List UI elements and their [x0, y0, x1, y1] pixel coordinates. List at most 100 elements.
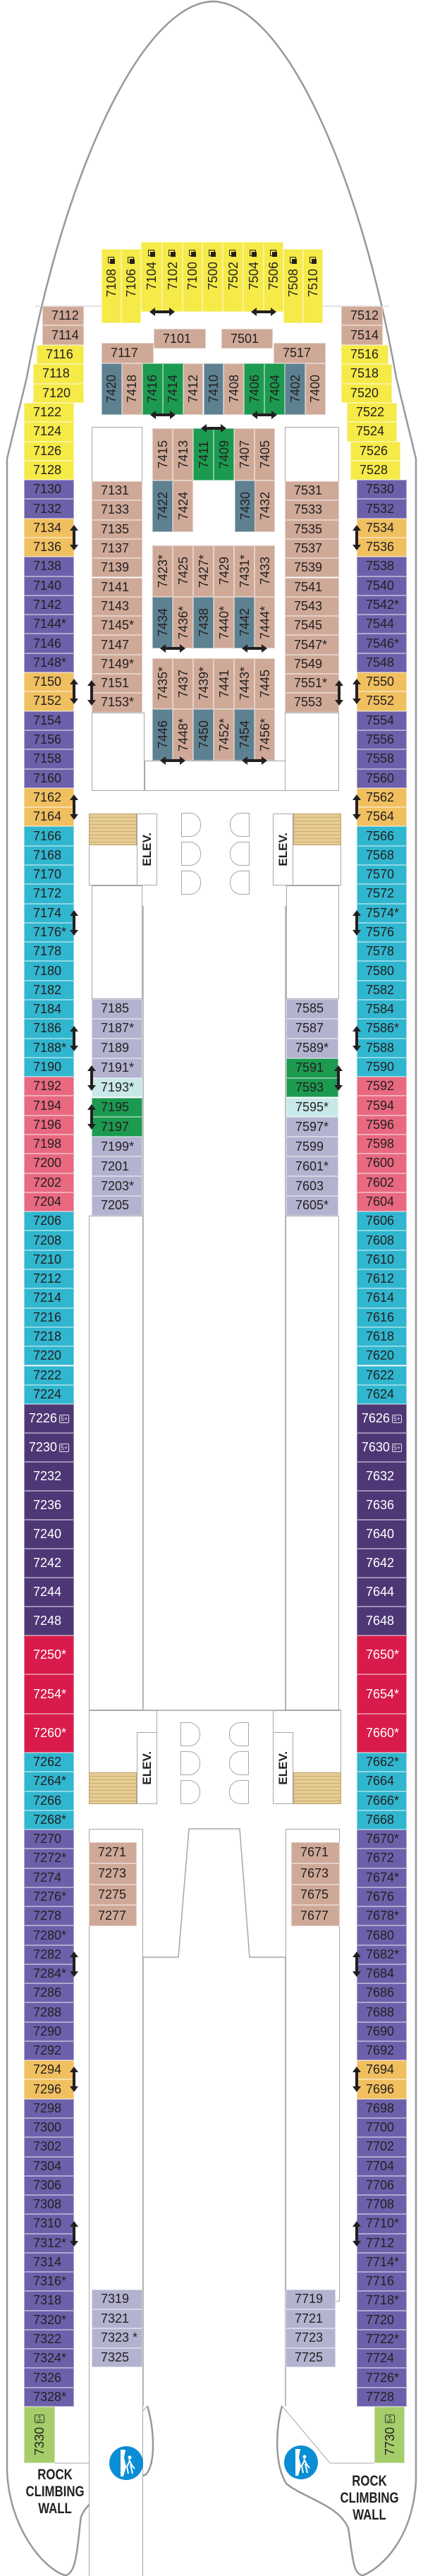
cabin-7552[interactable]: 7552 — [357, 691, 407, 711]
cabin-7704[interactable]: 7704 — [357, 2156, 407, 2176]
cabin-7585[interactable]: 7585 — [286, 999, 338, 1019]
cabin-7506[interactable]: 7506 — [264, 242, 283, 312]
cabin-7202[interactable]: 7202 — [24, 1173, 74, 1192]
cabin-7414[interactable]: 7414 — [162, 363, 183, 415]
cabin-7544[interactable]: 7544 — [357, 615, 407, 634]
cabin-7288[interactable]: 7288 — [24, 2002, 74, 2022]
cabin-7537[interactable]: 7537 — [285, 538, 339, 559]
cabin-7275[interactable]: 7275 — [89, 1884, 137, 1906]
cabin-7602[interactable]: 7602 — [357, 1173, 407, 1192]
cabin-7282[interactable]: 7282 — [24, 1945, 74, 1964]
cabin-7146[interactable]: 7146 — [24, 634, 74, 653]
cabin-7548[interactable]: 7548 — [357, 653, 407, 673]
cabin-7290[interactable]: 7290 — [24, 2021, 74, 2041]
cabin-7582[interactable]: 7582 — [357, 980, 407, 1000]
cabin-7668[interactable]: 7668 — [357, 1810, 407, 1830]
cabin-7540[interactable]: 7540 — [357, 576, 407, 595]
cabin-7191[interactable]: 7191* — [92, 1058, 142, 1078]
cabin-7606[interactable]: 7606 — [357, 1211, 407, 1231]
cabin-7308[interactable]: 7308 — [24, 2195, 74, 2215]
cabin-7274[interactable]: 7274 — [24, 1868, 74, 1887]
cabin-7330[interactable]: 5+7330 — [24, 2407, 55, 2463]
cabin-7601[interactable]: 7601* — [286, 1156, 338, 1177]
cabin-7526[interactable]: 7526 — [350, 441, 400, 461]
cabin-7678[interactable]: 7678* — [357, 1906, 407, 1926]
cabin-7452[interactable]: 7452* — [214, 709, 234, 761]
cabin-7562[interactable]: 7562 — [357, 787, 407, 808]
cabin-7302[interactable]: 7302 — [24, 2137, 74, 2157]
cabin-7178[interactable]: 7178 — [24, 942, 74, 962]
cabin-7174[interactable]: 7174 — [24, 903, 74, 923]
cabin-7666[interactable]: 7666* — [357, 1791, 407, 1810]
cabin-7192[interactable]: 7192 — [24, 1077, 74, 1096]
cabin-7407[interactable]: 7407 — [234, 428, 255, 480]
cabin-7420[interactable]: 7420 — [102, 363, 122, 415]
cabin-7710[interactable]: 7710* — [357, 2214, 407, 2234]
cabin-7632[interactable]: 7632 — [357, 1462, 407, 1492]
cabin-7594[interactable]: 7594 — [357, 1096, 407, 1115]
cabin-7152[interactable]: 7152 — [24, 691, 74, 711]
cabin-7240[interactable]: 7240 — [24, 1520, 74, 1549]
cabin-7614[interactable]: 7614 — [357, 1288, 407, 1308]
cabin-7326[interactable]: 7326 — [24, 2368, 74, 2388]
cabin-7190[interactable]: 7190 — [24, 1057, 74, 1077]
cabin-7524[interactable]: 7524 — [347, 422, 397, 442]
cabin-7416[interactable]: 7416 — [142, 363, 163, 415]
cabin-7566[interactable]: 7566 — [357, 826, 407, 846]
cabin-7580[interactable]: 7580 — [357, 961, 407, 981]
cabin-7154[interactable]: 7154 — [24, 710, 74, 730]
cabin-7694[interactable]: 7694 — [357, 2060, 407, 2080]
cabin-7210[interactable]: 7210 — [24, 1250, 74, 1270]
cabin-7132[interactable]: 7132 — [24, 499, 74, 519]
cabin-7220[interactable]: 7220 — [24, 1346, 74, 1366]
cabin-7588[interactable]: 7588 — [357, 1038, 407, 1058]
cabin-7676[interactable]: 7676 — [357, 1887, 407, 1907]
cabin-7262[interactable]: 7262 — [24, 1753, 74, 1772]
cabin-7296[interactable]: 7296 — [24, 2079, 74, 2099]
cabin-7260[interactable]: 7260* — [24, 1713, 74, 1753]
cabin-7415[interactable]: 7415 — [152, 428, 173, 480]
cabin-7176[interactable]: 7176* — [24, 922, 74, 943]
cabin-7102[interactable]: 7102 — [162, 242, 183, 312]
cabin-7549[interactable]: 7549 — [285, 654, 339, 674]
cabin-7648[interactable]: 7648 — [357, 1607, 407, 1636]
cabin-7160[interactable]: 7160 — [24, 768, 74, 788]
cabin-7434[interactable]: 7434 — [152, 597, 173, 648]
cabin-7504[interactable]: 7504 — [243, 242, 264, 312]
cabin-7292[interactable]: 7292 — [24, 2040, 74, 2061]
cabin-7106[interactable]: 7106 — [121, 249, 141, 323]
cabin-7170[interactable]: 7170 — [24, 864, 74, 885]
cabin-7104[interactable]: 7104 — [141, 242, 162, 312]
cabin-7556[interactable]: 7556 — [357, 730, 407, 750]
cabin-7512[interactable]: 7512 — [341, 306, 383, 326]
cabin-7409[interactable]: 7409 — [214, 428, 234, 480]
cabin-7100[interactable]: 7100 — [183, 242, 202, 312]
cabin-7444[interactable]: 7444* — [255, 597, 275, 648]
cabin-7719[interactable]: 7719 — [286, 2290, 336, 2309]
cabin-7534[interactable]: 7534 — [357, 518, 407, 538]
cabin-7158[interactable]: 7158 — [24, 749, 74, 769]
cabin-7662[interactable]: 7662* — [357, 1753, 407, 1772]
cabin-7608[interactable]: 7608 — [357, 1230, 407, 1250]
cabin-7328[interactable]: 7328* — [24, 2387, 74, 2407]
cabin-7424[interactable]: 7424 — [173, 480, 193, 532]
cabin-7437[interactable]: 7437 — [173, 658, 193, 709]
cabin-7204[interactable]: 7204 — [24, 1192, 74, 1212]
cabin-7325[interactable]: 7325 — [92, 2347, 142, 2367]
cabin-7682[interactable]: 7682* — [357, 1945, 407, 1964]
cabin-7536[interactable]: 7536 — [357, 538, 407, 557]
cabin-7320[interactable]: 7320* — [24, 2310, 74, 2330]
cabin-7186[interactable]: 7186 — [24, 1019, 74, 1039]
cabin-7590[interactable]: 7590 — [357, 1057, 407, 1077]
cabin-7456[interactable]: 7456* — [255, 709, 275, 761]
cabin-7411[interactable]: 7411 — [193, 428, 214, 480]
cabin-7112[interactable]: 7112 — [42, 306, 84, 326]
cabin-7142[interactable]: 7142 — [24, 595, 74, 615]
cabin-7440[interactable]: 7440* — [214, 597, 234, 648]
cabin-7425[interactable]: 7425 — [173, 545, 193, 597]
cabin-7599[interactable]: 7599 — [286, 1137, 338, 1157]
cabin-7318[interactable]: 7318 — [24, 2291, 74, 2311]
cabin-7610[interactable]: 7610 — [357, 1250, 407, 1270]
